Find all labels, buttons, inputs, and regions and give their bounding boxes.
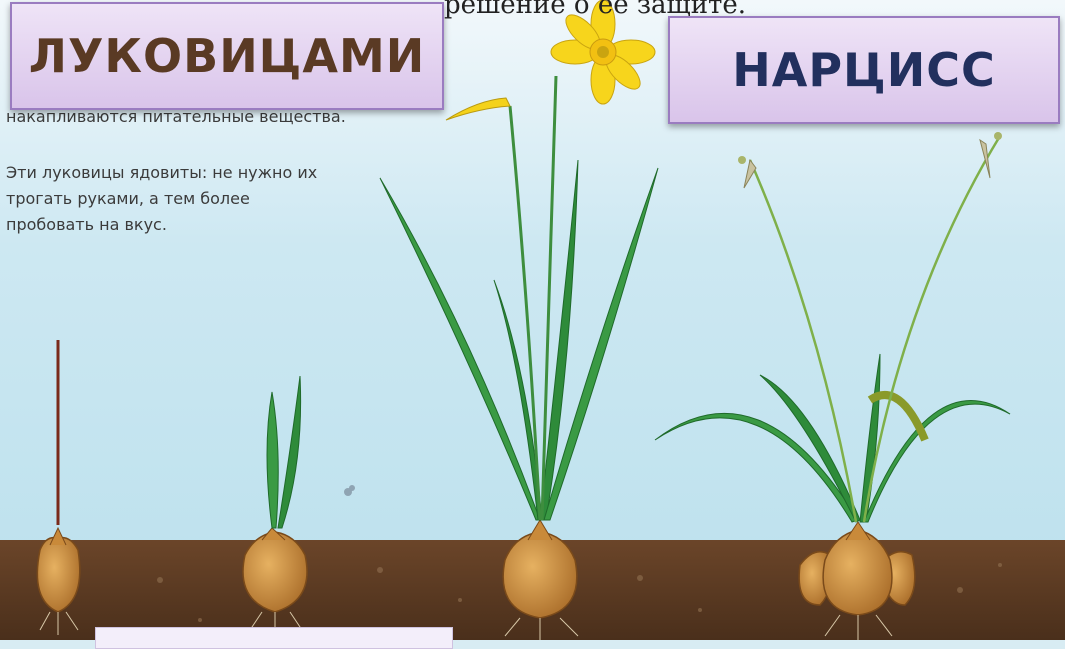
paragraph-line: пробовать на вкус. [6,212,376,238]
text-paragraph: Эти луковицы ядовиты: не нужно их трогат… [6,160,376,238]
paragraph-line: трогать руками, а тем более [6,186,376,212]
bottom-caption-box [95,627,453,649]
label-bulbs: ЛУКОВИЦАМИ [10,2,444,110]
paragraph-line: Эти луковицы ядовиты: не нужно их [6,160,376,186]
label-daffodil: НАРЦИСС [668,16,1060,124]
